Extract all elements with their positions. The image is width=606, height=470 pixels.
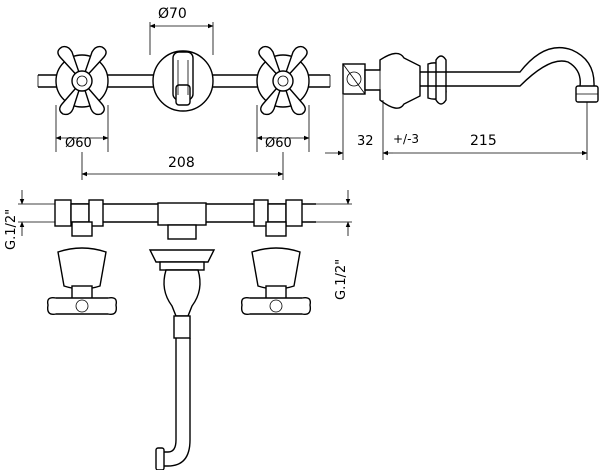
left-cross-handle xyxy=(55,45,109,116)
side-view: 32 +/-3 215 xyxy=(325,46,599,160)
thread-left-label: G.1/2" xyxy=(4,209,19,250)
spout-215-label: 215 xyxy=(470,133,497,149)
diam-60-left-label: Ø60 xyxy=(65,136,92,151)
right-cross-handle xyxy=(256,45,310,116)
thread-right-label: G.1/2" xyxy=(334,259,349,300)
dist-208-label: 208 xyxy=(168,155,195,171)
tolerance-label: +/-3 xyxy=(393,132,419,146)
wall-32-label: 32 xyxy=(357,134,374,149)
front-view: Ø70 Ø60 Ø60 208 xyxy=(37,6,331,180)
diam-70-label: Ø70 xyxy=(158,6,187,22)
diam-60-right-label: Ø60 xyxy=(265,136,292,151)
center-diverter xyxy=(152,50,214,112)
top-view: G.1/2" G.1/2" xyxy=(4,190,352,470)
